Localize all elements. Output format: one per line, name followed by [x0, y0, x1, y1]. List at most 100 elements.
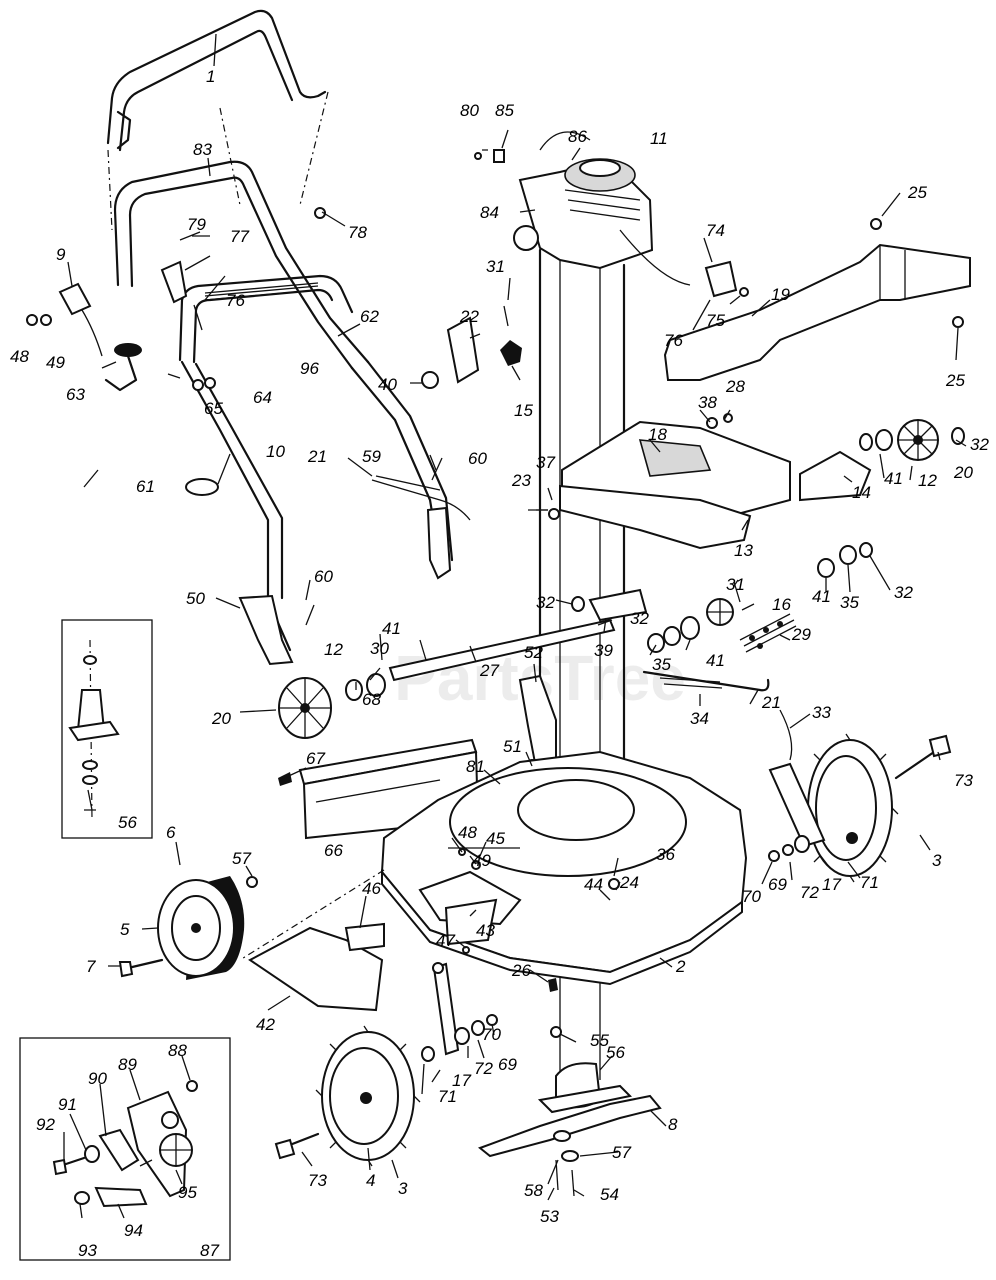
handle-hardware — [26, 207, 471, 626]
label-49b: 49 — [472, 851, 491, 870]
label-60: 60 — [468, 449, 487, 468]
label-32: 32 — [970, 435, 989, 454]
label-22: 22 — [459, 307, 479, 326]
label-75: 75 — [706, 311, 725, 330]
label-32b: 32 — [894, 583, 913, 602]
label-56: 56 — [118, 813, 137, 832]
label-60b: 60 — [314, 567, 333, 586]
label-96: 96 — [300, 359, 319, 378]
label-6: 6 — [166, 823, 176, 842]
label-12b: 12 — [918, 471, 937, 490]
label-19: 19 — [771, 285, 790, 304]
blade-assembly — [477, 1026, 662, 1197]
label-15: 15 — [514, 401, 533, 420]
handle-grip-spring — [204, 282, 319, 301]
label-85: 85 — [495, 101, 514, 120]
label-12: 12 — [324, 640, 343, 659]
label-57b: 57 — [612, 1143, 631, 1162]
label-55: 55 — [590, 1031, 609, 1050]
label-59: 59 — [362, 447, 381, 466]
label-43: 43 — [476, 921, 495, 940]
label-31: 31 — [486, 257, 505, 276]
label-73: 73 — [954, 771, 973, 790]
label-21: 21 — [307, 447, 327, 466]
label-47: 47 — [436, 931, 455, 950]
label-18: 18 — [648, 425, 667, 444]
label-5: 5 — [120, 920, 130, 939]
label-83: 83 — [193, 140, 212, 159]
label-28: 28 — [725, 377, 745, 396]
label-45: 45 — [486, 829, 505, 848]
label-39: 39 — [594, 641, 613, 660]
label-52: 52 — [524, 643, 543, 662]
label-71b: 71 — [438, 1087, 457, 1106]
discharge-deflector — [248, 922, 470, 1012]
label-71: 71 — [860, 873, 879, 892]
label-90: 90 — [88, 1069, 107, 1088]
label-91: 91 — [58, 1095, 77, 1114]
drive-axle — [345, 581, 797, 701]
label-48: 48 — [10, 347, 29, 366]
mower-deck — [239, 750, 748, 986]
label-46: 46 — [362, 879, 381, 898]
label-36: 36 — [656, 845, 675, 864]
label-68: 68 — [362, 690, 381, 709]
label-38: 38 — [698, 393, 717, 412]
label-2: 2 — [675, 957, 686, 976]
label-78: 78 — [348, 223, 367, 242]
label-94: 94 — [124, 1221, 143, 1240]
label-35: 35 — [840, 593, 859, 612]
label-17b: 17 — [452, 1071, 471, 1090]
label-57: 57 — [232, 849, 251, 868]
label-86: 86 — [568, 127, 587, 146]
label-9: 9 — [56, 245, 66, 264]
label-29: 29 — [791, 625, 811, 644]
leader-lines — [63, 33, 967, 1219]
label-4: 4 — [366, 1171, 375, 1190]
label-3: 3 — [932, 851, 942, 870]
label-69: 69 — [768, 875, 787, 894]
lower-handle — [113, 160, 370, 370]
label-17: 17 — [822, 875, 841, 894]
label-72b: 72 — [474, 1059, 493, 1078]
rear-wheel-right — [801, 733, 899, 883]
label-7: 7 — [86, 957, 96, 976]
right-drive-parts — [817, 419, 965, 578]
label-54: 54 — [600, 1185, 619, 1204]
label-25: 25 — [907, 183, 927, 202]
label-67: 67 — [306, 749, 325, 768]
upper-handle — [106, 9, 327, 152]
label-70b: 70 — [482, 1025, 501, 1044]
label-61: 61 — [136, 477, 155, 496]
rear-wheel-left — [315, 1025, 421, 1167]
label-23: 23 — [511, 471, 531, 490]
label-11: 11 — [650, 129, 668, 148]
label-69b: 69 — [498, 1055, 517, 1074]
label-76b: 76 — [664, 331, 683, 350]
label-95: 95 — [178, 1183, 197, 1202]
right-wheel-hardware — [768, 709, 952, 862]
label-79: 79 — [187, 215, 206, 234]
engine-hardware — [421, 149, 749, 389]
label-84: 84 — [480, 203, 499, 222]
label-73b: 73 — [308, 1171, 327, 1190]
label-87: 87 — [200, 1241, 219, 1260]
handle-bracket — [663, 218, 971, 381]
label-21b: 21 — [761, 693, 781, 712]
label-40: 40 — [378, 375, 397, 394]
front-wheel — [118, 876, 258, 980]
label-26: 26 — [511, 961, 531, 980]
label-74: 74 — [706, 221, 725, 240]
label-63: 63 — [66, 385, 85, 404]
label-16: 16 — [772, 595, 791, 614]
label-27: 27 — [479, 661, 499, 680]
label-93: 93 — [78, 1241, 97, 1260]
label-58: 58 — [524, 1181, 543, 1200]
label-34: 34 — [690, 709, 709, 728]
label-14: 14 — [852, 483, 871, 502]
label-8: 8 — [668, 1115, 678, 1134]
label-41: 41 — [382, 619, 401, 638]
label-53: 53 — [540, 1207, 559, 1226]
label-32c: 32 — [536, 593, 555, 612]
